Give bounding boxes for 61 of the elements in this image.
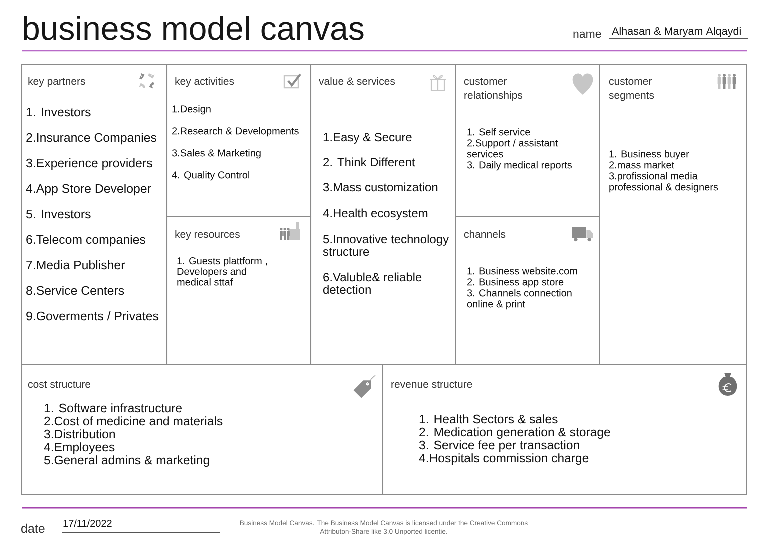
list-item: 3.Mass customization <box>323 182 438 192</box>
canvas-panel <box>166 64 312 218</box>
list-item: 2. Medication generation & storage <box>420 428 610 440</box>
list-item: 3. Service fee per transaction <box>419 440 580 452</box>
panel-heading: cost structure <box>28 381 91 388</box>
list-item: 1.Easy & Secure <box>324 133 412 144</box>
list-item: 2.Cost of medicine and materials <box>44 416 223 426</box>
list-item: 1. Investors <box>26 108 91 117</box>
canvas-panel <box>600 64 748 366</box>
list-item: 1.Design <box>172 105 211 115</box>
list-item: 8.Service Centers <box>26 286 124 296</box>
list-item: 5.Innovative technology structure <box>323 234 450 256</box>
field-label: name <box>574 32 602 38</box>
list-item: 2.Support / assistant services <box>467 139 558 158</box>
list-item: 1. Business website.com <box>468 267 578 275</box>
list-item: 1. Business buyer <box>610 150 690 160</box>
list-item: 3. Channels connection online & print <box>467 289 572 310</box>
canvas-panel <box>22 64 168 366</box>
canvas-panel <box>310 64 456 366</box>
list-item: 3. Daily medical reports <box>467 161 572 171</box>
canvas-panel <box>456 216 600 366</box>
panel-heading: key resources <box>176 230 240 240</box>
canvas-panel <box>22 364 384 496</box>
list-item: 2. Business app store <box>468 278 564 288</box>
list-item: 7.Media Publisher <box>26 260 126 270</box>
panel-heading: key activities <box>176 77 234 88</box>
list-item: 6.Valuble& reliable detection <box>324 272 422 294</box>
list-item: 4.Health ecosystem <box>323 208 428 220</box>
page-title: business model canvas <box>24 16 364 40</box>
panel-heading: channels <box>464 230 506 238</box>
list-item: 3.Experience providers <box>26 158 152 170</box>
date-text: 17/11/2022 <box>64 520 112 528</box>
panel-heading: revenue structure <box>392 381 472 388</box>
list-item: 2.Insurance Companies <box>26 133 156 145</box>
list-item: 4.Hospitals commission charge <box>419 454 589 466</box>
list-item: 1. Software infrastructure <box>44 404 182 413</box>
panel-heading: key partners <box>28 77 86 88</box>
list-item: 4.App Store Developer <box>26 184 152 196</box>
list-item: 1. Guests plattform , Developers and medical sttaf <box>178 257 268 286</box>
list-item: 2.mass market <box>610 161 674 169</box>
list-item: 5. Investors <box>26 210 91 219</box>
list-item: 3.profissional media professional & designers <box>609 172 718 193</box>
list-item: 4.Employees <box>44 442 115 454</box>
list-item: 3.Sales & Marketing <box>172 149 261 159</box>
name-text: Alhasan & Maryam Alqaydi <box>612 27 741 38</box>
panel-heading: customer segments <box>609 78 654 102</box>
list-item: 6.Telecom companies <box>26 235 146 247</box>
list-item: 2. Think Different <box>324 158 416 167</box>
list-item: 1. Health Sectors & sales <box>420 414 558 424</box>
list-item: 9.Goverments / Privates <box>26 312 159 321</box>
field-label: date <box>22 524 45 534</box>
list-item: 2.Research & Developments <box>172 127 299 137</box>
panel-heading: customer relationships <box>464 78 523 102</box>
canvas-panel <box>456 64 600 218</box>
list-item: 5.General admins & marketing <box>44 456 210 468</box>
list-item: 1. Self service <box>468 128 530 136</box>
canvas-panel <box>382 364 748 496</box>
canvas-panel <box>166 216 312 366</box>
list-item: 4. Quality Control <box>172 171 250 181</box>
list-item: 3.Distribution <box>44 430 115 439</box>
panel-heading: value & services <box>319 77 396 86</box>
